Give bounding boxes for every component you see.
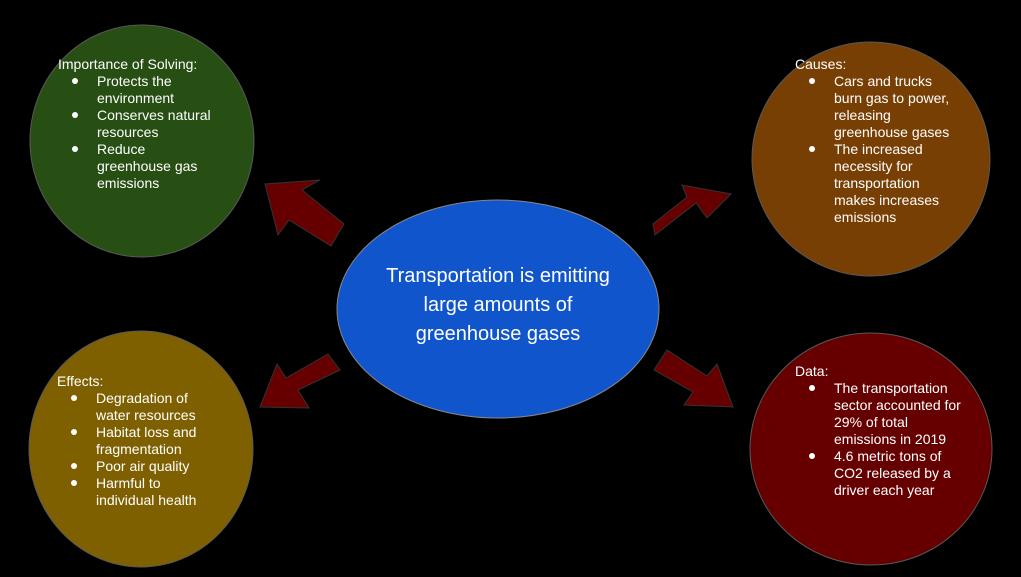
center-ellipse[interactable]: [336, 199, 660, 419]
list-item: Habitat loss and fragmentation: [57, 424, 217, 458]
importance-circle[interactable]: [29, 24, 255, 258]
list-item: Degradation of water resources: [57, 390, 217, 424]
importance-heading: Importance of Solving:: [58, 56, 198, 72]
list-item: The increased necessity for transportati…: [795, 141, 955, 226]
importance-node: Importance of Solving: Protects the envi…: [58, 56, 223, 192]
causes-node: Causes: Cars and trucks burn gas to powe…: [795, 56, 955, 226]
importance-list: Protects the environment Conserves natur…: [58, 73, 223, 192]
data-node: Data: The transportation sector accounte…: [795, 363, 961, 499]
arrow-to-effects: [259, 353, 341, 409]
list-item: Protects the environment: [58, 73, 223, 107]
data-circle[interactable]: [749, 332, 993, 566]
list-item: The transportation sector accounted for …: [795, 380, 961, 448]
list-item: Conserves natural resources: [58, 107, 223, 141]
effects-node: Effects: Degradation of water resources …: [57, 373, 217, 509]
list-item: Reduce greenhouse gas emissions: [58, 141, 223, 192]
arrow-to-data: [653, 349, 734, 408]
arrow-to-causes: [652, 184, 733, 236]
list-item: Harmful to individual health: [57, 475, 217, 509]
arrow-to-importance: [264, 179, 345, 247]
data-list: The transportation sector accounted for …: [795, 380, 961, 499]
list-item: 4.6 metric tons of CO2 released by a dri…: [795, 448, 961, 499]
causes-list: Cars and trucks burn gas to power, relea…: [795, 73, 955, 226]
causes-heading: Causes:: [795, 56, 847, 72]
causes-circle[interactable]: [751, 41, 991, 277]
data-heading: Data:: [795, 363, 829, 379]
effects-list: Degradation of water resources Habitat l…: [57, 390, 217, 509]
effects-heading: Effects:: [57, 373, 104, 389]
effects-circle[interactable]: [28, 330, 254, 568]
list-item: Poor air quality: [57, 458, 217, 475]
center-topic: Transportation is emitting large amounts…: [386, 265, 610, 345]
list-item: Cars and trucks burn gas to power, relea…: [795, 73, 955, 141]
